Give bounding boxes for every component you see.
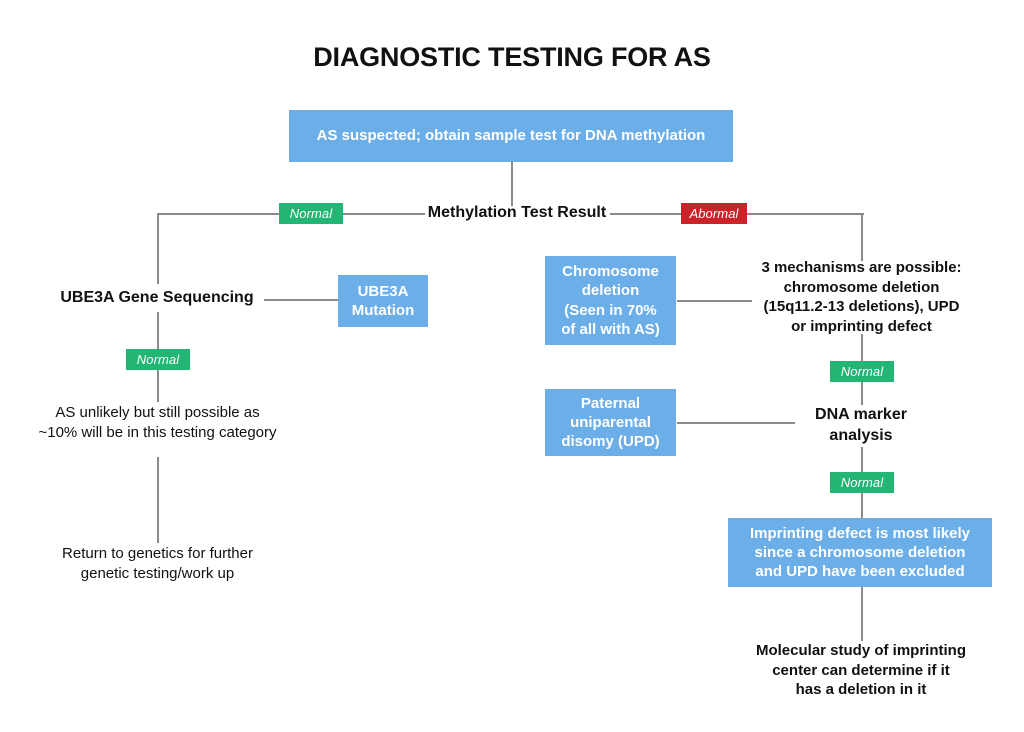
node-three-mechanisms-line3: (15q11.2-13 deletions), UPD [763, 298, 960, 315]
node-as-unlikely-line2: ~10% will be in this testing category [38, 423, 277, 441]
node-start-label: AS suspected; obtain sample test for DNA… [316, 127, 706, 145]
node-chromosome-deletion-box: Chromosome deletion (Seen in 70% of all … [545, 256, 676, 345]
node-imprinting-defect-box: Imprinting defect is most likely since a… [728, 518, 992, 587]
connector-ube3a-to-mutation [264, 299, 338, 301]
node-methylation-result: Methylation Test Result [414, 203, 620, 224]
node-ube3a-mutation-text: UBE3A Mutation [338, 282, 428, 320]
badge-methylation-normal-label: Normal [289, 206, 333, 221]
node-paternal-upd-text: Paternal uniparental disomy (UPD) [545, 394, 676, 452]
page-title: DIAGNOSTIC TESTING FOR AS [313, 42, 711, 72]
connector-chromdel-to-mechanisms [677, 300, 752, 302]
node-three-mechanisms-line2: chromosome deletion [783, 278, 940, 296]
node-as-unlikely-line1: AS unlikely but still possible as [55, 404, 260, 421]
node-dna-marker-analysis: DNA marker analysis [786, 405, 936, 447]
node-molecular-study-line2: center can determine if it [772, 661, 950, 679]
node-return-genetics: Return to genetics for further genetic t… [20, 544, 295, 583]
badge-methylation-abnormal-label: Abormal [689, 206, 739, 221]
node-dna-marker-analysis-line2: analysis [829, 426, 893, 444]
node-molecular-study: Molecular study of imprinting center can… [736, 641, 986, 700]
connector-start-to-methylation [511, 162, 513, 206]
connector-ube3a-to-normal [157, 312, 159, 350]
connector-normal-to-as-unlikely [157, 369, 159, 402]
node-paternal-upd-line2: uniparental [570, 413, 651, 431]
node-ube3a-mutation-line2: Mutation [351, 302, 415, 319]
badge-mechanisms-normal: Normal [830, 361, 894, 382]
node-chromosome-deletion-text: Chromosome deletion (Seen in 70% of all … [545, 262, 676, 339]
badge-ube3a-normal: Normal [126, 349, 190, 370]
node-return-genetics-line1: Return to genetics for further [62, 545, 253, 562]
connector-methylation-to-abnormal [610, 213, 682, 215]
node-ube3a-sequencing: UBE3A Gene Sequencing [45, 288, 269, 309]
node-molecular-study-line1: Molecular study of imprinting [755, 642, 966, 659]
node-three-mechanisms: 3 mechanisms are possible: chromosome de… [738, 258, 985, 336]
node-paternal-upd-box: Paternal uniparental disomy (UPD) [545, 389, 676, 456]
connector-methylation-right [746, 213, 864, 215]
node-as-unlikely: AS unlikely but still possible as ~10% w… [20, 403, 295, 442]
connector-left-elbow-vertical [157, 213, 159, 284]
node-three-mechanisms-line1: 3 mechanisms are possible: [761, 259, 962, 276]
node-imprinting-defect-text: Imprinting defect is most likely since a… [728, 524, 992, 582]
node-paternal-upd-line3: disomy (UPD) [561, 433, 660, 451]
node-ube3a-mutation-line1: UBE3A [357, 282, 409, 300]
connector-imprinting-to-molecular [861, 587, 863, 641]
node-ube3a-mutation-box: UBE3A Mutation [338, 275, 428, 327]
node-molecular-study-line3: has a deletion in it [795, 681, 927, 698]
node-imprinting-defect-line3: and UPD have been excluded [755, 563, 965, 581]
badge-ube3a-normal-label: Normal [136, 352, 180, 367]
node-chromosome-deletion-line2: deletion [581, 282, 640, 300]
node-methylation-result-label: Methylation Test Result [427, 204, 607, 221]
connector-normal-to-methylation [343, 213, 425, 215]
node-imprinting-defect-line1: Imprinting defect is most likely [749, 524, 971, 542]
connector-upd-to-dna-marker [677, 422, 795, 424]
connector-mechanisms-to-normal [861, 334, 863, 362]
node-start-box: AS suspected; obtain sample test for DNA… [289, 110, 733, 162]
node-chromosome-deletion-line1: Chromosome [562, 263, 659, 281]
badge-dna-marker-normal: Normal [830, 472, 894, 493]
connector-methylation-left [158, 213, 280, 215]
badge-methylation-abnormal: Abormal [681, 203, 747, 224]
node-three-mechanisms-line4: or imprinting defect [791, 317, 932, 335]
connector-normal-to-imprinting [861, 492, 863, 518]
node-dna-marker-analysis-line1: DNA marker [815, 406, 907, 423]
badge-mechanisms-normal-label: Normal [840, 364, 884, 379]
node-return-genetics-line2: genetic testing/work up [80, 564, 235, 582]
badge-methylation-normal: Normal [279, 203, 343, 224]
connector-dna-marker-to-normal [861, 447, 863, 473]
badge-dna-marker-normal-label: Normal [840, 475, 884, 490]
node-imprinting-defect-line2: since a chromosome deletion [754, 543, 966, 561]
connector-right-elbow-vertical [861, 213, 863, 261]
node-chromosome-deletion-line4: of all with AS) [561, 320, 660, 338]
node-chromosome-deletion-line3: (Seen in 70% [564, 301, 657, 319]
node-ube3a-sequencing-label: UBE3A Gene Sequencing [60, 289, 254, 306]
node-paternal-upd-line1: Paternal [580, 394, 641, 412]
connector-normal-to-dna-marker [861, 381, 863, 405]
connector-as-unlikely-to-return [157, 457, 159, 543]
